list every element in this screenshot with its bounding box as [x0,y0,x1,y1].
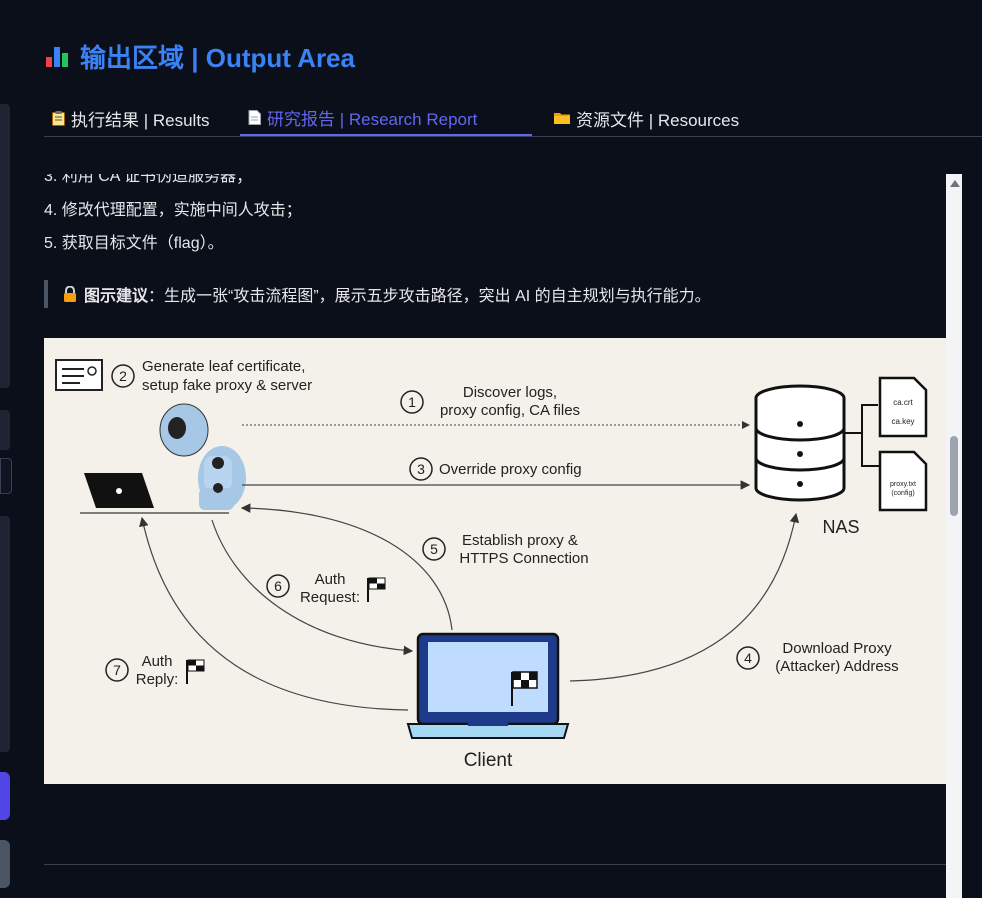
clipboard-icon [52,110,65,126]
output-tabs: 执行结果 | Results 研究报告 | Research Report 资源… [44,100,982,137]
ai-agent-robot-icon [159,403,246,510]
step-1-label: Discover logs, [463,384,557,401]
step-4-marker: 4 [736,646,760,670]
step-2-label: setup fake proxy & server [142,377,312,394]
bar-chart-icon [46,45,70,67]
step-5-label: Establish proxy & [462,532,578,549]
svg-text:(config): (config) [891,490,914,497]
folder-icon [554,113,570,124]
report-step-line: 4. 修改代理配置，实施中间人攻击； [44,202,302,219]
report-content: 3. 利用 CA 证书伪造服务器； 4. 修改代理配置，实施中间人攻击； 5. … [44,174,946,898]
step-5-label: HTTPS Connection [459,550,588,567]
step-6-label: Auth [315,571,346,588]
page-title-text: 输出区域 | Output Area [80,42,355,73]
left-panel-edge [0,104,10,388]
tab-resources[interactable]: 资源文件 | Resources [546,100,766,136]
svg-text:ca.crt: ca.crt [893,398,913,407]
suggestion-label: 图示建议 [84,288,149,305]
tab-results[interactable]: 执行结果 | Results [44,100,234,136]
step-5-marker: 5 [422,537,446,561]
tab-resources-label: 资源文件 | Resources [576,110,740,130]
left-panel-edge [0,410,10,450]
step-4-label: (Attacker) Address [775,658,898,675]
illustration-suggestion: 图示建议：生成一张“攻击流程图”，展示五步攻击路径，突出 AI 的自主规划与执行… [44,280,711,308]
page-title: 输出区域 | Output Area [46,38,355,74]
attacker-laptop-icon [80,473,229,514]
step-6-marker: 6 [266,574,290,598]
svg-text:6: 6 [274,578,282,594]
report-step-line: 5. 获取目标文件（flag）。 [44,235,224,252]
tab-results-label: 执行结果 | Results [71,110,210,130]
step-7-label: Auth [142,653,173,670]
lock-icon [64,286,76,302]
svg-text:ca.key: ca.key [891,417,914,426]
scrollbar-thumb[interactable] [950,436,958,516]
step-6-label: Request: [300,589,360,606]
flag-icon [186,659,205,684]
left-panel-edge [0,458,12,494]
ca-file-icon: ca.crt ca.key [878,376,928,438]
svg-text:7: 7 [113,662,121,678]
proxy-config-file-icon: proxy.txt (config) [878,450,928,512]
certificate-icon [55,359,103,391]
content-scrollbar[interactable] [946,174,962,898]
attack-flow-diagram: 2 Generate leaf certificate, setup fake … [44,338,946,784]
svg-text:1: 1 [408,394,416,410]
nas-server-icon [754,384,882,502]
step-4-label: Download Proxy [782,640,892,657]
client-label: Client [464,750,513,771]
suggestion-text: ：生成一张“攻击流程图”，展示五步攻击路径，突出 AI 的自主规划与执行能力。 [148,288,711,305]
step-3-label: Override proxy config [439,461,582,478]
tab-research-report[interactable]: 研究报告 | Research Report [240,100,532,136]
svg-text:3: 3 [417,461,425,477]
step-2-label: Generate leaf certificate, [142,358,305,375]
tab-research-report-label: 研究报告 | Research Report [267,109,478,129]
step-2-marker: 2 [111,364,135,388]
step-7-marker: 7 [105,658,129,682]
step-1-marker: 1 [400,390,424,414]
side-action-button[interactable] [0,772,10,820]
report-step-line: 3. 利用 CA 证书伪造服务器； [44,174,253,185]
left-panel-edge [0,516,10,752]
step-3-marker: 3 [409,457,433,481]
step-1-label: proxy config, CA files [440,402,580,419]
side-secondary-button[interactable] [0,840,10,888]
section-divider [44,864,946,865]
nas-label: NAS [822,517,859,537]
flag-icon [367,577,386,602]
svg-text:5: 5 [430,541,438,557]
document-icon [248,109,261,125]
step-7-label: Reply: [136,671,179,688]
svg-text:2: 2 [119,368,127,384]
svg-text:proxy.txt: proxy.txt [890,481,916,488]
scroll-up-arrow-icon[interactable] [950,180,960,187]
svg-text:4: 4 [744,650,752,666]
client-laptop-icon [406,632,570,739]
